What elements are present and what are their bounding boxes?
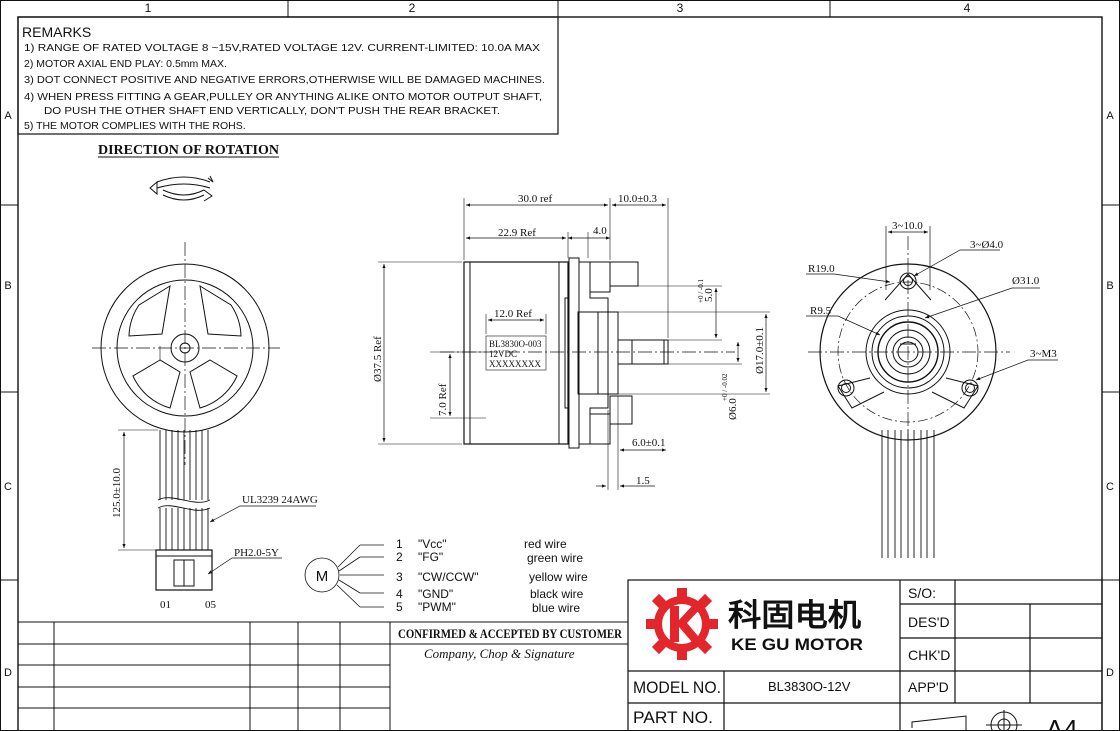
row-label-c-right: C — [1106, 481, 1114, 493]
wire-color-5: blue wire — [532, 601, 580, 615]
remark-line-3: 3) DOT CONNECT POSITIVE AND NEGATIVE ERR… — [24, 74, 545, 86]
kegu-logo-icon — [646, 588, 718, 660]
row-label-d-right: D — [1106, 667, 1114, 679]
col-label-1: 1 — [145, 1, 152, 15]
so-label: S/O: — [908, 585, 936, 601]
cable-spec-label: UL3239 24AWG — [242, 494, 318, 506]
dim-boss: Ø17.0±0.1 — [754, 327, 766, 374]
front-view — [806, 226, 1058, 558]
wire-signal-4: "GND" — [418, 587, 453, 601]
sheet-size-label: A4 — [1046, 714, 1078, 731]
checked-label: CHK'D — [908, 647, 950, 663]
wire-num-2: 2 — [396, 550, 403, 564]
wire-color-2: green wire — [527, 551, 583, 565]
wire-signal-5: "PWM" — [418, 600, 456, 614]
dim-flat-tol: +0 / -0.1 — [697, 279, 705, 303]
wire-signal-1: "Vcc" — [418, 537, 447, 551]
title-block — [627, 579, 1103, 731]
rear-view — [92, 242, 316, 591]
dim-diameter: Ø37.5 Ref — [372, 336, 384, 382]
row-label-a-right: A — [1106, 110, 1114, 122]
remark-line-2: 2) MOTOR AXIAL END PLAY: 0.5mm MAX. — [24, 58, 227, 70]
approved-label: APP'D — [908, 679, 949, 695]
brand-chinese-name: 科固电机 — [728, 598, 861, 633]
designed-label: DES'D — [908, 614, 950, 630]
model-no-value: BL3830O-12V — [768, 679, 851, 694]
connector-label: PH2.0-5Y — [234, 547, 279, 559]
row-label-b-right: B — [1106, 280, 1113, 292]
model-no-label: MODEL NO. — [633, 678, 721, 697]
dim-r19: R19.0 — [808, 263, 835, 275]
row-label-a: A — [4, 110, 12, 122]
label-line-3: XXXXXXXX — [489, 359, 541, 369]
col-label-4: 4 — [964, 1, 971, 15]
company-signature-label: Company, Chop & Signature — [424, 646, 575, 661]
dim-label-height: 7.0 Ref — [437, 383, 449, 416]
remark-line-1: 1) RANGE OF RATED VOLTAGE 8 ~15V,RATED V… — [24, 42, 540, 54]
brand-english-name: KE GU MOTOR — [731, 635, 863, 654]
remark-line-5: 5) THE MOTOR COMPLIES WITH THE ROHS. — [24, 120, 246, 132]
dim-hole-dia: 3~Ø4.0 — [970, 239, 1004, 251]
wire-list: 1 "Vcc" red wire 2 "FG" green wire 3 "CW… — [396, 537, 588, 615]
label-line-1: BL3830O-003 — [489, 339, 542, 349]
rotation-arrow-icon — [149, 175, 214, 202]
remark-line-4: 4) WHEN PRESS FITTING A GEAR,PULLEY OR A… — [24, 91, 542, 103]
row-label-c: C — [4, 481, 12, 493]
dim-total-length: 30.0 ref — [518, 193, 553, 205]
remark-line-4b: DO PUSH THE OTHER SHAFT END VERTICALLY, … — [44, 105, 500, 117]
wire-color-4: black wire — [530, 587, 584, 601]
dim-gap: 1.5 — [636, 475, 650, 487]
wire-signal-3: "CW/CCW" — [418, 570, 479, 584]
row-label-b: B — [4, 280, 11, 292]
dim-label-width: 12.0 Ref — [494, 308, 532, 320]
projection-symbol-icon — [911, 710, 1022, 731]
col-label-3: 3 — [677, 1, 684, 15]
rotation-title: DIRECTION OF ROTATION — [98, 143, 279, 158]
wire-num-1: 1 — [396, 537, 403, 551]
cable-length-dim: 125.0±10.0 — [111, 467, 123, 518]
dim-shaft-tol: +0 / -0.02 — [721, 373, 729, 401]
dim-d31: Ø31.0 — [1012, 275, 1040, 287]
dim-flat: 5.0 — [703, 288, 715, 302]
dim-flange: 4.0 — [593, 225, 607, 237]
dim-r95: R9.5 — [810, 305, 832, 317]
motor-symbol-label: M — [316, 568, 329, 585]
part-no-label: PART NO. — [633, 708, 713, 727]
row-label-d: D — [4, 667, 12, 679]
revision-table — [18, 621, 391, 731]
side-view — [378, 198, 770, 490]
label-line-2: 12VDC — [489, 349, 517, 359]
wire-signal-2: "FG" — [418, 550, 443, 564]
dim-m3: 3~M3 — [1030, 348, 1057, 360]
pin-first-label: 01 — [160, 599, 171, 611]
dim-shaft-tip: 6.0±0.1 — [632, 437, 666, 449]
remarks-box — [17, 16, 559, 135]
wiring-diagram — [304, 544, 384, 608]
pin-last-label: 05 — [205, 599, 217, 611]
dim-body-length: 22.9 Ref — [498, 227, 536, 239]
remarks-title: REMARKS — [22, 24, 91, 40]
col-label-2: 2 — [409, 1, 416, 15]
confirmed-label: CONFIRMED & ACCEPTED BY CUSTOMER — [398, 627, 623, 641]
dim-hole-pitch: 3~10.0 — [892, 220, 923, 232]
wire-num-5: 5 — [396, 600, 403, 614]
dim-shaft-length: 10.0±0.3 — [618, 193, 658, 205]
wire-num-3: 3 — [396, 570, 403, 584]
wire-color-3: yellow wire — [529, 570, 588, 584]
motor-symbol-icon — [304, 557, 340, 593]
dim-shaft-dia: Ø6.0 — [727, 398, 739, 420]
wire-num-4: 4 — [396, 587, 403, 601]
wire-color-1: red wire — [524, 537, 567, 551]
